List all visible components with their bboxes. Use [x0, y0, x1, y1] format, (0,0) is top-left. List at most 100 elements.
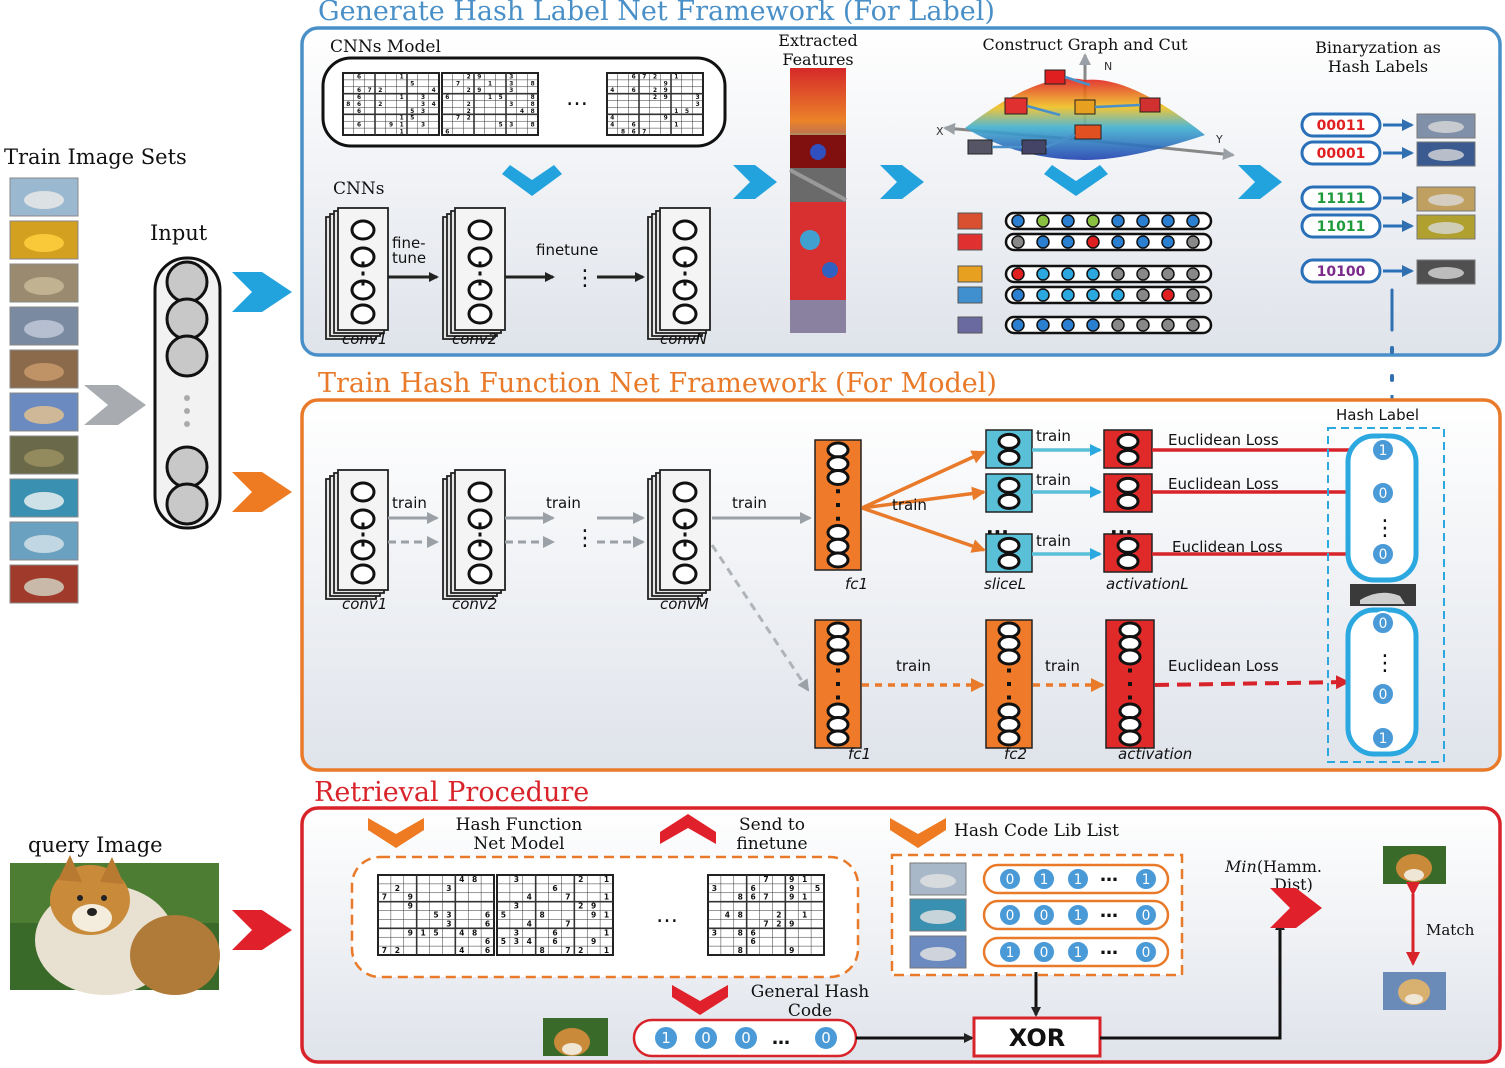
sudoku-digit: 4 [459, 928, 464, 937]
hash-bit-text: 1 [1074, 872, 1083, 888]
euclidean-loss-3: Euclidean Loss [1172, 538, 1283, 556]
sudoku-digit: 6 [357, 95, 361, 101]
sudoku-digit: 7 [763, 893, 768, 902]
sudoku-digit: 1 [604, 928, 609, 937]
sudoku-digit: 8 [539, 910, 544, 919]
sudoku-digit: 9 [591, 937, 596, 946]
axis-n-label: N [1104, 60, 1112, 73]
sudoku-digit: 6 [485, 946, 490, 955]
sudoku-digit: 6 [445, 129, 449, 135]
hash-label-code-row: 00011 [1300, 112, 1476, 139]
hash-code-text: 00011 [1317, 118, 1366, 134]
train-label-1: train [392, 494, 427, 512]
hash-bit-text: 0 [1142, 908, 1151, 924]
sudoku-digit: 6 [750, 928, 755, 937]
graph-cut-row [957, 264, 1213, 284]
model-convM-label: convM [660, 595, 709, 613]
hash-label-horse-thumb [1350, 584, 1416, 606]
sudoku-digit: 7 [368, 88, 372, 94]
train-label-2: train [546, 494, 581, 512]
activation-dots: ... [1110, 515, 1133, 539]
conv-layer-stack [647, 207, 711, 340]
red-up-chevron [660, 814, 716, 844]
graph-cut-row [957, 211, 1213, 231]
match-label: Match [1426, 921, 1475, 939]
sudoku-digit: 5 [410, 109, 414, 115]
hash-bit-text: 1 [1006, 945, 1015, 961]
hash-bit-text: 1 [1040, 872, 1049, 888]
hash-label-code-row: 11111 [1300, 185, 1476, 212]
sudoku-digit: 3 [421, 102, 425, 108]
hash-lib-ellipsis: … [1100, 938, 1118, 959]
orange-chevron-arrow [232, 472, 292, 512]
sudoku-digit: 4 [527, 937, 532, 946]
sudoku-digit: 5 [410, 81, 414, 87]
euclidean-loss-4: Euclidean Loss [1168, 657, 1279, 675]
slice-dots: ... [986, 515, 1009, 539]
hash-bit-text: 0 [1379, 486, 1388, 502]
sudoku-digit: 2 [578, 902, 583, 911]
train-label-6: train [1036, 471, 1071, 489]
blue-down-chevron-1 [502, 165, 562, 196]
sudoku-digit: 6 [357, 74, 361, 80]
sudoku-digit: 3 [509, 81, 513, 87]
orange-down-chevron-1 [368, 818, 424, 848]
hash-code-text: 10100 [1317, 264, 1366, 280]
extracted-label-2: Features [782, 50, 853, 69]
train-label-5: train [1036, 427, 1071, 445]
euclidean-loss-2: Euclidean Loss [1168, 475, 1279, 493]
sudoku-digit: 2 [378, 102, 382, 108]
sudoku-digit: 7 [382, 946, 387, 955]
sudoku-digit: 9 [789, 875, 794, 884]
hash-bit-text: 0 [1379, 547, 1388, 563]
sudoku-digit: 4 [610, 116, 614, 122]
red-chevron-arrow [232, 910, 292, 950]
sudoku-digit: 2 [467, 109, 471, 115]
model-conv1-label: conv1 [342, 595, 387, 613]
hash-bit-text: 1 [1074, 945, 1083, 961]
sudoku-digit: 9 [408, 928, 413, 937]
model-conv2-label: conv2 [452, 595, 497, 613]
extracted-label-1: Extracted [778, 31, 857, 50]
sudoku-digit: 6 [357, 123, 361, 129]
sudoku-digit: 4 [459, 946, 464, 955]
retrieval-section-title: Retrieval Procedure [314, 777, 589, 808]
sudoku-digit: 5 [685, 109, 689, 115]
sudoku-digit: 1 [802, 875, 807, 884]
hash-bit: 0 [1371, 682, 1395, 706]
fc1-bottom-label: fc1 [848, 745, 871, 763]
blue-right-chevron-3 [1238, 165, 1282, 199]
sudoku-digit: 5 [815, 884, 820, 893]
conv-layer-stack [442, 469, 506, 600]
sudoku-digit: 6 [552, 928, 557, 937]
sudoku-digit: 4 [520, 109, 524, 115]
sudoku-digit: 7 [565, 919, 570, 928]
sudoku-digit: 7 [763, 875, 768, 884]
gray-chevron-arrow [84, 385, 146, 425]
hash-label-title: Hash Label [1336, 406, 1419, 424]
sudoku-digit: 1 [400, 95, 404, 101]
sudoku-digit: 6 [750, 893, 755, 902]
sudoku-digit: 5 [499, 123, 503, 129]
sudoku-digit: 7 [565, 946, 570, 955]
sudoku-digit: 6 [357, 109, 361, 115]
axis-y-label: Y [1215, 133, 1223, 146]
sudoku-digit: 2 [578, 875, 583, 884]
hash-bit: 0 [1371, 481, 1395, 505]
sudoku-digit: 3 [514, 875, 519, 884]
sudoku-digit: 7 [642, 74, 646, 80]
sudoku-digit: 9 [477, 88, 481, 94]
hash-code-text: 11111 [1317, 191, 1366, 207]
sudoku-digit: 3 [696, 102, 700, 108]
sudoku-digit: 2 [467, 102, 471, 108]
sudoku-digit: 9 [477, 74, 481, 80]
sudoku-digit: 3 [421, 95, 425, 101]
hash-bit: 0 [693, 1025, 719, 1051]
sudoku-digit: 7 [565, 893, 570, 902]
sudoku-digit: 9 [408, 902, 413, 911]
sudoku-digit: 7 [642, 129, 646, 135]
sudoku-digit: 5 [433, 910, 438, 919]
train-image-sets-label: Train Image Sets [4, 145, 187, 169]
